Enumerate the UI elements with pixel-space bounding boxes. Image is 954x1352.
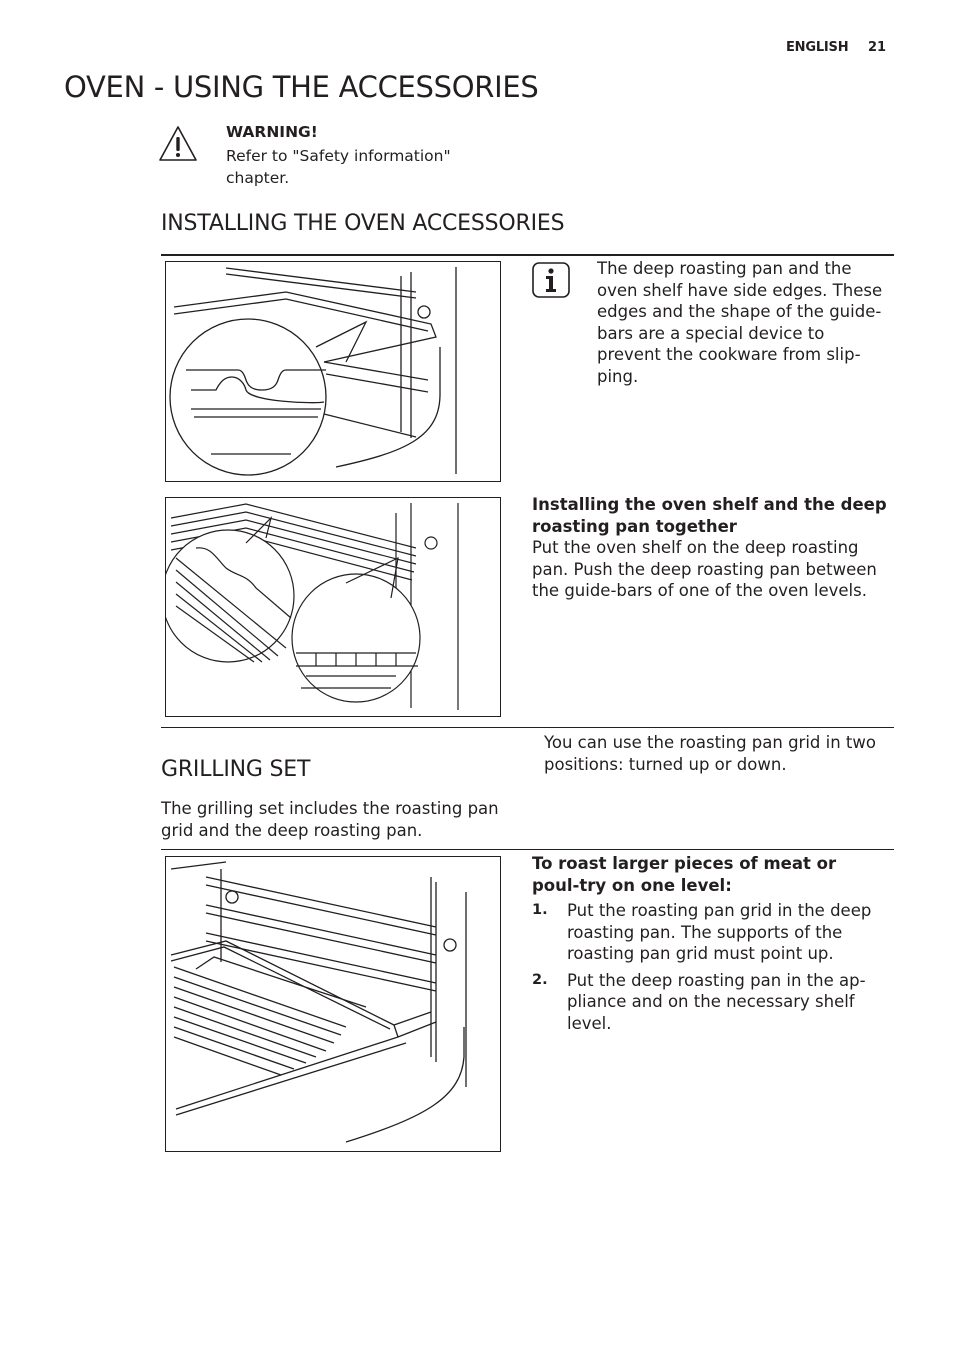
warning-text: Refer to "Safety information" chapter. <box>226 147 451 187</box>
roast-title: To roast larger pieces of meat or poul-t… <box>532 854 837 895</box>
figure-shelf-guide-bars <box>165 261 501 482</box>
installing-together-title: Installing the oven shelf and the deep r… <box>532 495 887 536</box>
figure-shelf-and-pan-together <box>165 497 501 717</box>
warning-triangle-icon <box>159 126 197 161</box>
info-text: The deep roasting pan and the oven shelf… <box>597 259 883 386</box>
roast-steps-list: 1. Put the roasting pan grid in the deep… <box>532 900 887 1034</box>
installing-together-text: Put the oven shelf on the deep roasting … <box>532 538 877 600</box>
section-rule-3 <box>161 849 894 850</box>
warning-title: WARNING! <box>226 123 318 141</box>
installing-together-block: Installing the oven shelf and the deep r… <box>532 494 887 602</box>
list-item: 1. Put the roasting pan grid in the deep… <box>532 900 887 965</box>
grid-positions-text: You can use the roasting pan grid in two… <box>544 733 876 774</box>
roast-instructions: To roast larger pieces of meat or poul-t… <box>532 853 887 1039</box>
section-rule <box>161 254 894 256</box>
page-title: OVEN - USING THE ACCESSORIES <box>64 70 539 104</box>
step-number: 2. <box>532 971 548 988</box>
page-number: 21 <box>868 40 887 55</box>
step-text: Put the deep roasting pan in the ap-plia… <box>567 970 866 1033</box>
installing-heading: INSTALLING THE OVEN ACCESSORIES <box>161 211 565 236</box>
list-item: 2. Put the deep roasting pan in the ap-p… <box>532 970 887 1035</box>
header-language: ENGLISH <box>786 40 849 55</box>
info-icon <box>532 262 570 298</box>
step-text: Put the roasting pan grid in the deep ro… <box>567 901 872 963</box>
figure-roasting-pan-in-oven <box>165 856 501 1152</box>
step-number: 1. <box>532 902 548 918</box>
grilling-heading: GRILLING SET <box>161 757 311 782</box>
grilling-description: The grilling set includes the roasting p… <box>161 799 499 840</box>
section-rule-2 <box>161 727 894 728</box>
